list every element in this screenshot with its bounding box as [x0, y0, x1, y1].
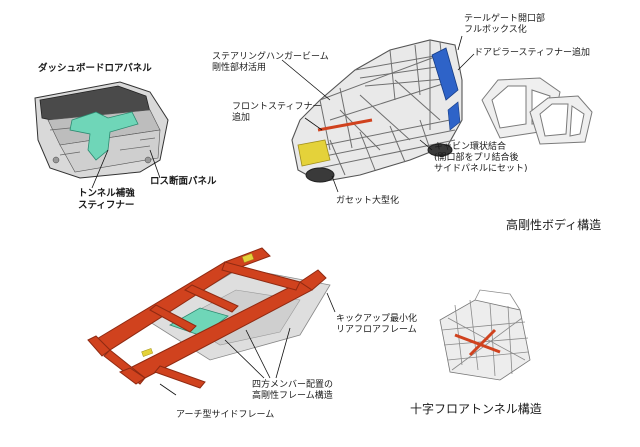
- label-front-stiffener: フロントスティフナー 追加: [232, 102, 322, 123]
- label-cabin-ring: キャビン環状結合 (開口部をプリ結合後 サイドパネルにセット): [434, 142, 528, 174]
- label-tailgate: テールゲート開口部 フルボックス化: [464, 14, 546, 35]
- label-kickup: キックアップ最小化 リアフロアフレーム: [336, 314, 418, 335]
- car-body-frame-illustration: [281, 35, 475, 193]
- label-four-member: 四方メンバー配置の 高剛性フレーム構造: [252, 380, 334, 401]
- label-loss-section-panel: ロス断面パネル: [150, 176, 217, 187]
- label-tunnel-stiffener: トンネル補強 スティフナー: [78, 188, 135, 211]
- label-dashboard-panel: ダッシュボードロアパネル: [38, 63, 152, 74]
- cross-floor-tunnel-illustration: [439, 289, 531, 381]
- caption-high-rigidity-body: 高剛性ボディ構造: [506, 218, 602, 232]
- label-arch-side-frame: アーチ型サイドフレーム: [176, 410, 275, 420]
- label-door-pillar: ドアピラースティフナー追加: [474, 48, 591, 58]
- label-steering-hanger: ステアリングハンガービーム 剛性部材活用: [212, 52, 329, 73]
- door-pillar-stiffener-highlight: [431, 47, 459, 101]
- chassis-frame-illustration: [87, 247, 336, 396]
- caption-cross-floor-tunnel: 十字フロアトンネル構造: [410, 402, 542, 416]
- dashboard-panel-illustration: [34, 81, 169, 189]
- front-stiffener-highlight: [297, 139, 331, 167]
- cross-tunnel-highlight: [454, 328, 501, 357]
- label-gusset: ガセット大型化: [336, 196, 400, 206]
- side-panel-parts-illustration: [481, 77, 593, 145]
- steering-hanger-beam: [317, 118, 373, 132]
- tunnel-stiffener-highlight: [69, 111, 139, 161]
